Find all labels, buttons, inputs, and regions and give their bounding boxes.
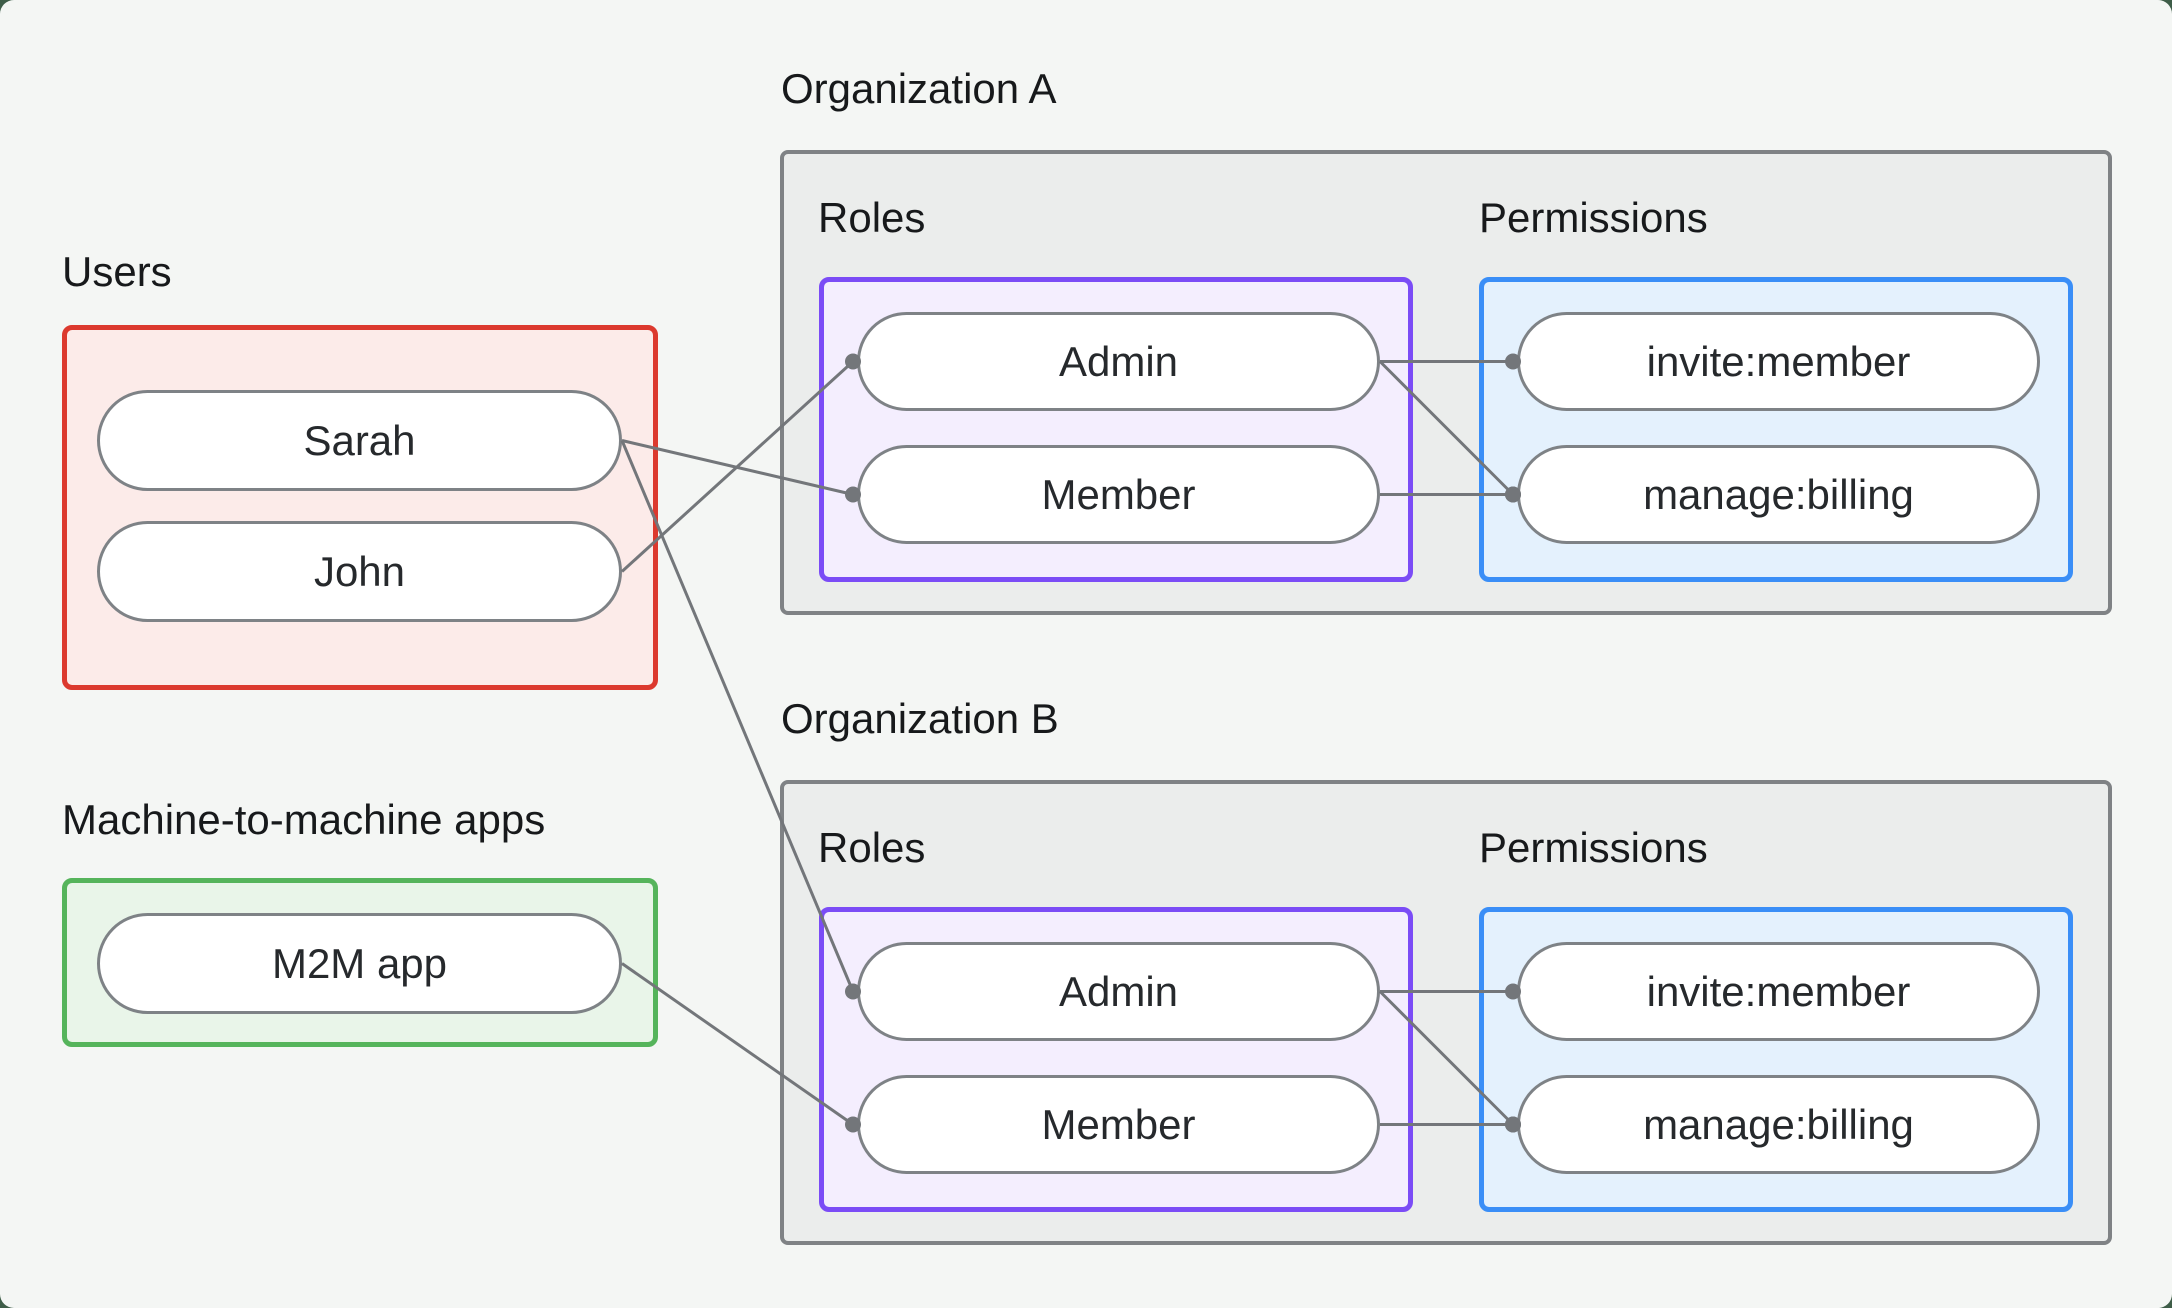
org-a-permission-manage-billing-node: manage:billing [1517, 445, 2040, 544]
org-a-roles-label: Roles [818, 194, 926, 241]
org-a-role-admin-node: Admin [857, 312, 1380, 411]
org-b-permission-invite-member-node: invite:member [1517, 942, 2040, 1041]
org-a-role-member-node: Member [857, 445, 1380, 544]
user-node-sarah: Sarah [97, 390, 622, 491]
user-node-john: John [97, 521, 622, 622]
users-section-label: Users [62, 248, 172, 295]
org-a-permission-invite-member-node: invite:member [1517, 312, 2040, 411]
org-b-permission-manage-billing-node: manage:billing [1517, 1075, 2040, 1174]
org-a-permissions-label: Permissions [1479, 194, 1708, 241]
org-b-role-admin-node: Admin [857, 942, 1380, 1041]
org-b-title: Organization B [781, 695, 1059, 742]
m2m-app-node: M2M app [97, 913, 622, 1014]
users-group-box [62, 325, 658, 690]
m2m-section-label: Machine-to-machine apps [62, 796, 546, 843]
org-b-roles-label: Roles [818, 824, 926, 871]
org-b-permissions-label: Permissions [1479, 824, 1708, 871]
org-b-role-member-node: Member [857, 1075, 1380, 1174]
org-a-title: Organization A [781, 65, 1057, 112]
